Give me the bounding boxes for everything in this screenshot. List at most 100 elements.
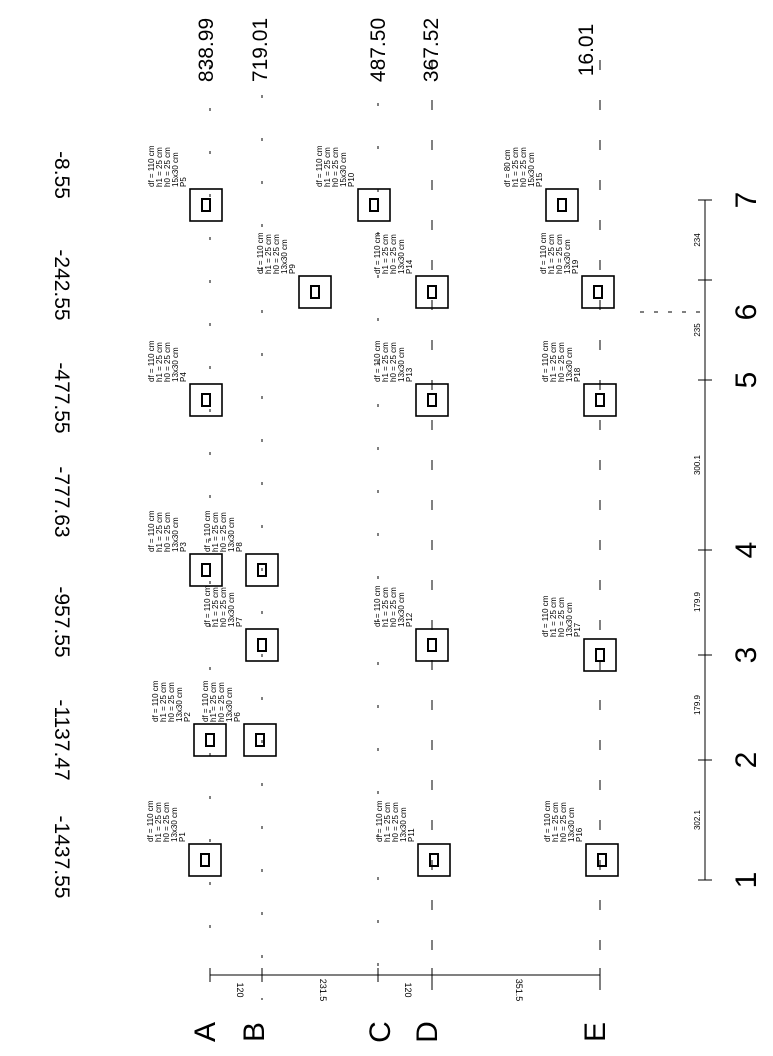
pier-label-line: h1 = 25 cm <box>155 512 164 552</box>
pier-label-line: h1 = 25 cm <box>209 682 218 722</box>
pier-label-line: 13x30 cm <box>567 807 576 842</box>
pier-label: P413x30 cmh0 = 25 cmh1 = 25 cmdf = 110 c… <box>147 340 188 382</box>
row-axis-label-a: A <box>189 1022 222 1042</box>
pier-column-section <box>593 285 603 299</box>
column-axis-label-6: 6 <box>730 304 763 321</box>
pier-label-line: df = 110 cm <box>151 680 160 722</box>
pier-column-section <box>597 853 607 867</box>
pier-column-section <box>201 563 211 577</box>
pier-label-line: 13x30 cm <box>563 239 572 274</box>
pier-label-line: h1 = 25 cm <box>383 802 392 842</box>
column-offset-label-1: -1437.55 <box>50 816 73 899</box>
pier-label-line: P6 <box>233 712 242 722</box>
pier-footing-outline <box>583 638 617 672</box>
pier-label-line: P2 <box>183 712 192 722</box>
column-spacing-label-5: 235 <box>693 323 702 337</box>
pier-label-line: h1 = 25 cm <box>511 147 520 187</box>
pier-label-line: 13x30 cm <box>565 347 574 382</box>
pier-p6: P613x30 cmh0 = 25 cmh1 = 25 cmdf = 110 c… <box>201 680 277 757</box>
pier-label-line: df = 110 cm <box>539 232 548 274</box>
row-level-label-b: 719.01 <box>249 18 272 82</box>
pier-label-line: h1 = 25 cm <box>154 802 163 842</box>
pier-footing-outline <box>417 843 451 877</box>
pier-label-line: h1 = 25 cm <box>549 342 558 382</box>
pier-label-line: P9 <box>288 264 297 274</box>
pier-label-line: 13x30 cm <box>171 517 180 552</box>
column-offset-label-2: -1137.47 <box>50 699 73 780</box>
pier-label-line: 13x30 cm <box>280 239 289 274</box>
pier-label-line: h1 = 25 cm <box>381 234 390 274</box>
pier-label-line: 13x30 cm <box>397 347 406 382</box>
row-level-label-e: 16.01 <box>575 24 598 77</box>
pier-label-line: P3 <box>179 542 188 552</box>
pier-label-line: h0 = 25 cm <box>167 682 176 722</box>
pier-footing-outline <box>189 553 223 587</box>
pier-label-line: P4 <box>179 372 188 382</box>
pier-label-line: df = 110 cm <box>147 145 156 187</box>
pier-column-section <box>257 563 267 577</box>
grid-lines <box>209 60 700 1000</box>
pier-label-line: 13x30 cm <box>397 239 406 274</box>
pier-label: P1813x30 cmh0 = 25 cmh1 = 25 cmdf = 110 … <box>541 340 582 382</box>
column-spacing-label-2: 179.9 <box>693 694 702 715</box>
pier-label-line: h0 = 25 cm <box>519 147 528 187</box>
pier-label-line: df = 110 cm <box>203 510 212 552</box>
pier-label-line: h1 = 25 cm <box>211 512 220 552</box>
pier-label-line: P1 <box>178 832 187 842</box>
pier-label-line: h0 = 25 cm <box>559 802 568 842</box>
pier-p4: P413x30 cmh0 = 25 cmh1 = 25 cmdf = 110 c… <box>147 340 223 417</box>
pier-label-line: h1 = 25 cm <box>381 587 390 627</box>
pier-label-line: h1 = 25 cm <box>155 342 164 382</box>
column-axis-label-1: 1 <box>730 872 763 889</box>
pier-column-section <box>557 198 567 212</box>
pier-column-section <box>595 648 605 662</box>
pier-label-line: P14 <box>405 259 414 274</box>
pier-footing-outline <box>243 723 277 757</box>
row-spacing-label-3: 120 <box>403 982 413 997</box>
pier-p10: P1015x30 cmh0 = 25 cmh1 = 25 cmdf = 110 … <box>315 145 391 222</box>
pier-p18: P1813x30 cmh0 = 25 cmh1 = 25 cmdf = 110 … <box>541 340 617 417</box>
spacing-dimension-lines <box>209 199 712 982</box>
column-axis-labels: 1 2 3 4 5 6 7 <box>730 192 763 889</box>
pier-label-line: P15 <box>535 172 544 187</box>
pier-footing-outline <box>583 383 617 417</box>
pier-label-line: df = 110 cm <box>147 340 156 382</box>
column-offset-label-6: -242.55 <box>50 249 73 320</box>
pier-label-line: P19 <box>571 259 580 274</box>
row-axis-label-b: B <box>238 1022 271 1042</box>
pier-label-line: h0 = 25 cm <box>391 802 400 842</box>
pier-label-line: 13x30 cm <box>170 807 179 842</box>
pier-label-line: df = 110 cm <box>375 800 384 842</box>
pier-label-line: h0 = 25 cm <box>557 597 566 637</box>
pier-footing-outline <box>581 275 615 309</box>
pier-column-section <box>595 393 605 407</box>
pier-label-line: P7 <box>235 617 244 627</box>
row-axis-label-e: E <box>579 1022 612 1042</box>
pier-p1: P113x30 cmh0 = 25 cmh1 = 25 cmdf = 110 c… <box>146 800 222 877</box>
pier-label-line: P11 <box>407 828 416 842</box>
pier-label: P1515x30 cmh0 = 25 cmh1 = 25 cmdf = 80 c… <box>503 147 544 187</box>
pier-label-line: h1 = 25 cm <box>155 147 164 187</box>
pier-column-section <box>257 638 267 652</box>
pier-label-line: df = 110 cm <box>373 232 382 274</box>
row-spacing-label-1: 120 <box>235 982 245 997</box>
pier-label-line: P8 <box>235 542 244 552</box>
pier-label-line: 13x30 cm <box>227 517 236 552</box>
pier-label-line: P12 <box>405 612 414 627</box>
pier-p16: P1613x30 cmh0 = 25 cmh1 = 25 cmdf = 110 … <box>543 800 619 877</box>
pier-label-line: h0 = 25 cm <box>389 587 398 627</box>
row-spacing-label-2: 231.5 <box>318 979 328 1002</box>
pier-label-line: 13x30 cm <box>399 807 408 842</box>
pier-label-line: 13x30 cm <box>227 592 236 627</box>
row-axis-label-d: D <box>411 1021 444 1043</box>
pier-label-line: 13x30 cm <box>175 687 184 722</box>
pier-footing-outline <box>415 628 449 662</box>
pier-label-line: df = 110 cm <box>315 145 324 187</box>
row-level-label-d: 367.52 <box>420 18 443 82</box>
row-axis-label-c: C <box>364 1021 397 1043</box>
pier-column-section <box>310 285 320 299</box>
pier-label-line: h1 = 25 cm <box>547 234 556 274</box>
pier-label-line: P18 <box>573 367 582 382</box>
pier-label-line: 13x30 cm <box>397 592 406 627</box>
